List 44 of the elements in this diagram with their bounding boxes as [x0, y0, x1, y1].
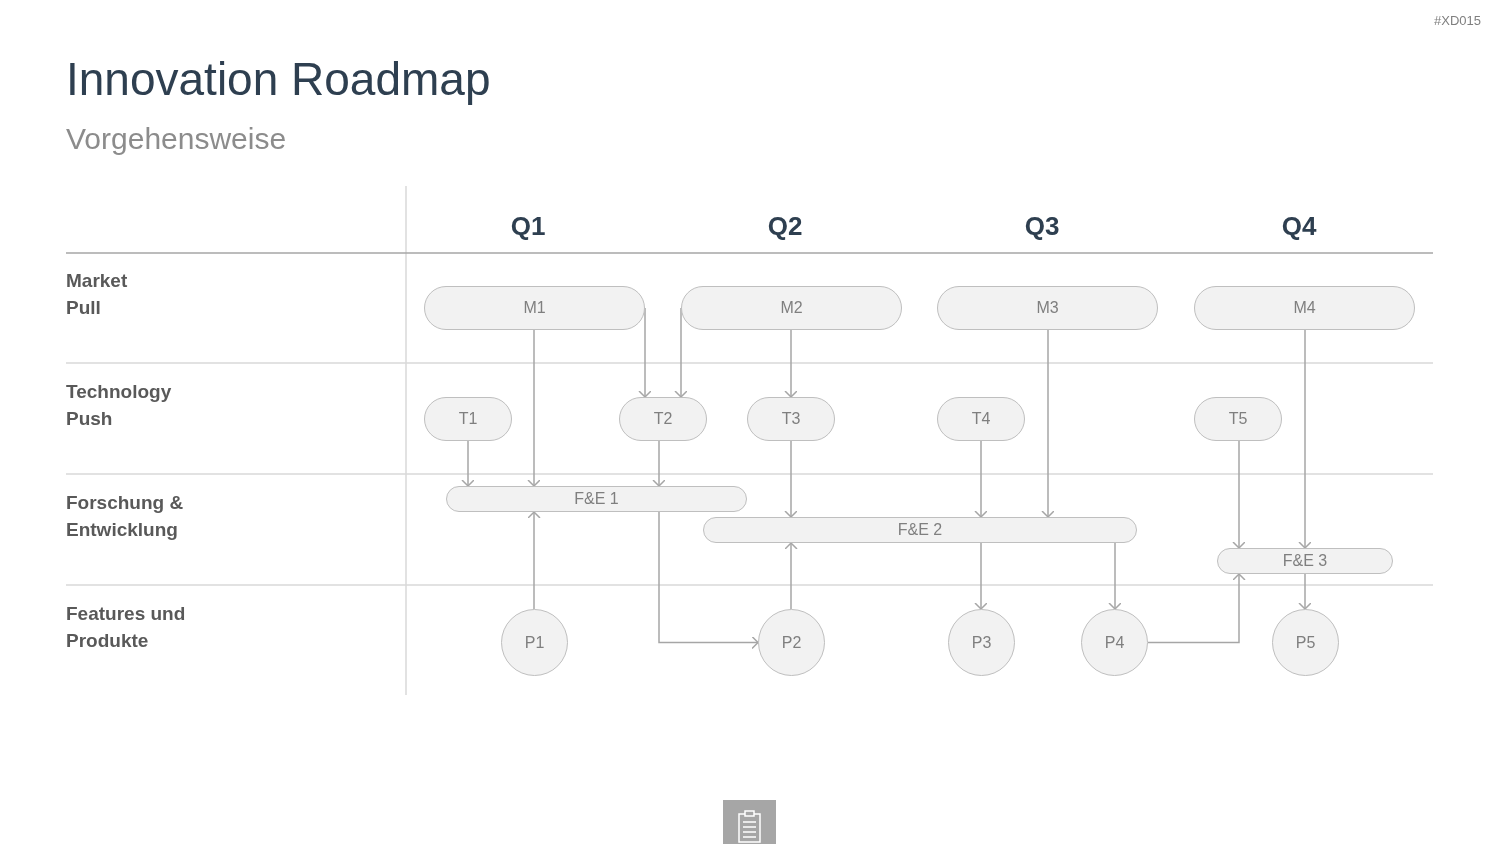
row-header: Features und Produkte	[66, 602, 187, 653]
product-circle: P3	[948, 609, 1015, 676]
subtitle: Vorgehensweise	[66, 121, 288, 157]
timeline-bar: F&E 2	[703, 517, 1137, 543]
rounded-box: T2	[619, 397, 707, 441]
slide-code: #XD015	[1434, 12, 1482, 30]
arrow	[1108, 542, 1122, 610]
rounded-box: T1	[424, 397, 512, 441]
product-circle: P5	[1272, 609, 1339, 676]
rounded-box: M3	[937, 286, 1158, 330]
arrow	[527, 511, 541, 610]
arrow	[974, 440, 988, 518]
arrow	[527, 329, 541, 487]
rounded-box: M2	[681, 286, 902, 330]
product-circle: P4	[1081, 609, 1148, 676]
product-circle: P2	[758, 609, 825, 676]
rounded-box: T4	[937, 397, 1025, 441]
arrow	[1298, 573, 1312, 610]
arrow	[652, 440, 666, 487]
product-circle: P1	[501, 609, 568, 676]
arrow	[784, 329, 798, 398]
column-header: Q4	[1280, 210, 1318, 243]
arrow	[658, 511, 759, 650]
arrow	[1041, 329, 1055, 518]
timeline-bar: F&E 1	[446, 486, 747, 512]
arrow	[1147, 573, 1246, 644]
column-header: Q1	[509, 210, 547, 243]
row-header: Technology Push	[66, 380, 173, 431]
rounded-box: M4	[1194, 286, 1415, 330]
arrow	[784, 542, 798, 610]
rounded-box: T3	[747, 397, 835, 441]
row-header: Market Pull	[66, 269, 129, 320]
rounded-box: T5	[1194, 397, 1282, 441]
column-header: Q3	[1023, 210, 1061, 243]
row-header: Forschung & Entwicklung	[66, 491, 185, 542]
arrow	[974, 542, 988, 610]
arrow	[1298, 329, 1312, 549]
rounded-box: M1	[424, 286, 645, 330]
arrow	[461, 440, 475, 487]
timeline-bar: F&E 3	[1217, 548, 1393, 574]
column-header: Q2	[766, 210, 804, 243]
arrow	[1232, 440, 1246, 549]
slide-title: Innovation Roadmap	[66, 52, 491, 106]
arrow	[784, 440, 798, 518]
